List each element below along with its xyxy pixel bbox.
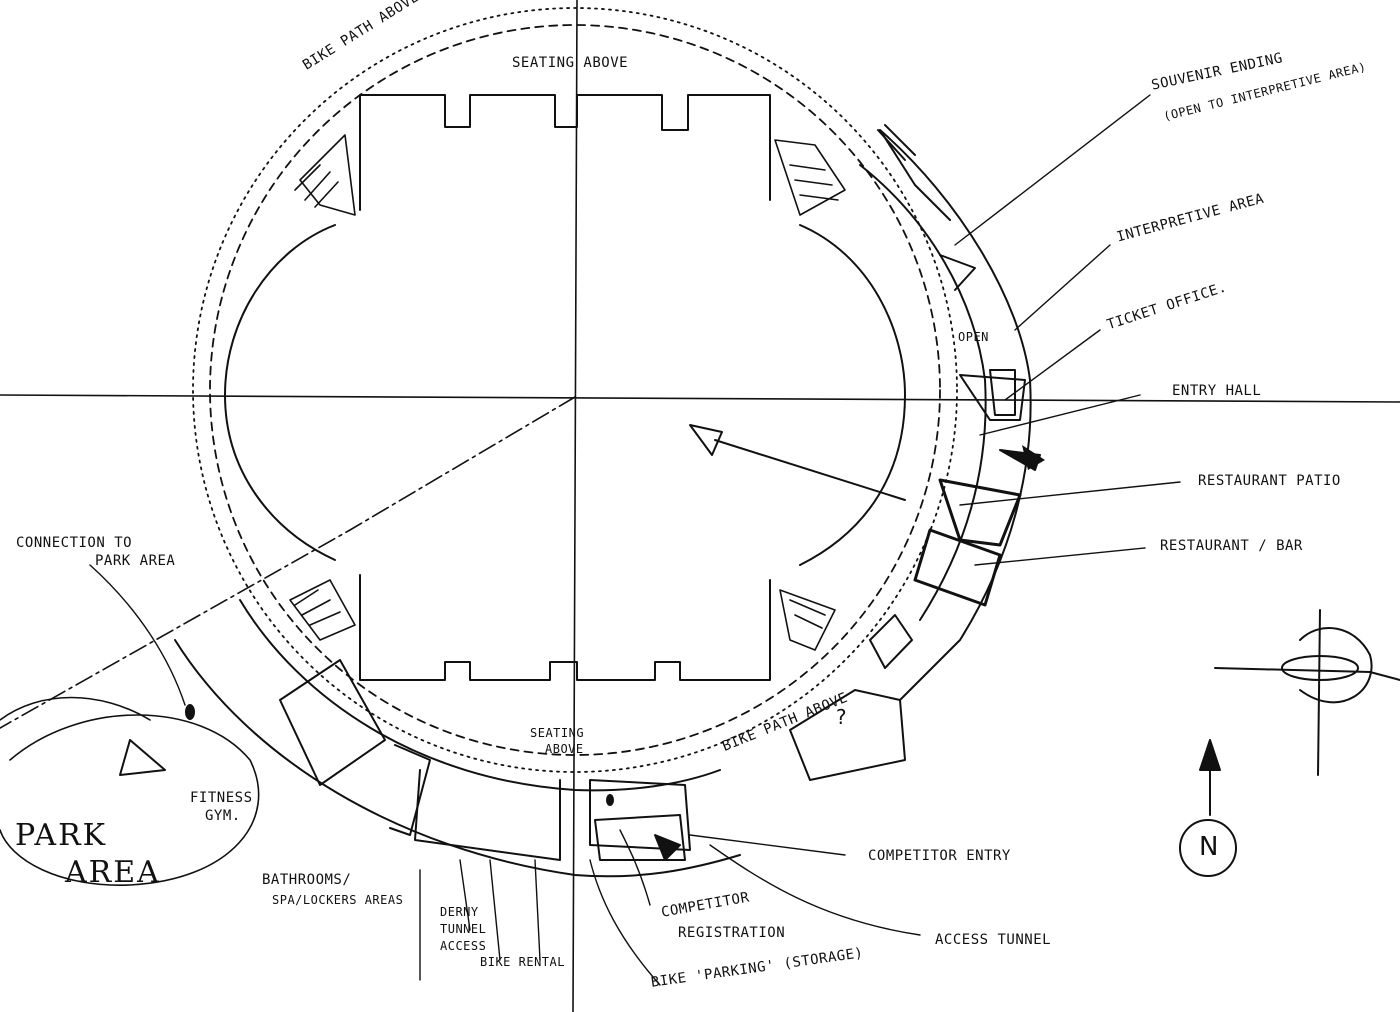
park-label-line1: Park bbox=[15, 818, 108, 853]
unknown-room-label: ? bbox=[835, 705, 848, 729]
restaurant-patio-label: Restaurant patio bbox=[1198, 473, 1341, 489]
seating-above-bottom-line2: above bbox=[545, 742, 584, 756]
connection-label-line1: Connection to bbox=[16, 535, 133, 551]
track-infield bbox=[224, 94, 906, 681]
leader-lines bbox=[89, 94, 1181, 986]
competitor-entry-label: Competitor entry bbox=[868, 848, 1011, 864]
bathrooms-label-line1: Bathrooms/ bbox=[262, 872, 352, 888]
restaurant-bar-label: Restaurant / Bar bbox=[1160, 538, 1303, 554]
park-area-outline bbox=[0, 696, 260, 886]
compass-symbol bbox=[1214, 609, 1400, 776]
corner-stairs bbox=[289, 134, 846, 651]
southwest-building bbox=[174, 599, 906, 878]
park-label-line2: Area bbox=[65, 855, 161, 890]
bathrooms-label-line2: Spa/Lockers areas bbox=[272, 893, 404, 907]
derny-label-line1: Derny bbox=[440, 905, 479, 919]
derny-label-line2: Tunnel bbox=[440, 922, 487, 936]
competitor-registration-line2: Registration bbox=[678, 925, 786, 941]
outer-ring-dashed bbox=[192, 7, 958, 773]
view-arrows bbox=[119, 424, 906, 776]
access-tunnel-label: Access tunnel bbox=[935, 932, 1052, 948]
marks bbox=[185, 445, 1045, 806]
entry-hall-label: Entry hall bbox=[1172, 383, 1262, 399]
seating-above-bottom-line1: Seating bbox=[530, 726, 585, 740]
connection-label-line2: Park area bbox=[95, 553, 176, 569]
fitness-label-line2: Gym. bbox=[205, 808, 241, 824]
open-label: Open bbox=[958, 330, 989, 344]
fitness-label-line1: Fitness bbox=[190, 790, 253, 806]
bike-rental-label: Bike rental bbox=[480, 955, 565, 969]
derny-label-line3: Access bbox=[440, 939, 487, 953]
east-building bbox=[859, 124, 1041, 701]
north-label: N bbox=[1199, 832, 1219, 862]
seating-above-top-label: Seating above bbox=[512, 55, 629, 71]
north-arrow bbox=[1179, 739, 1237, 877]
